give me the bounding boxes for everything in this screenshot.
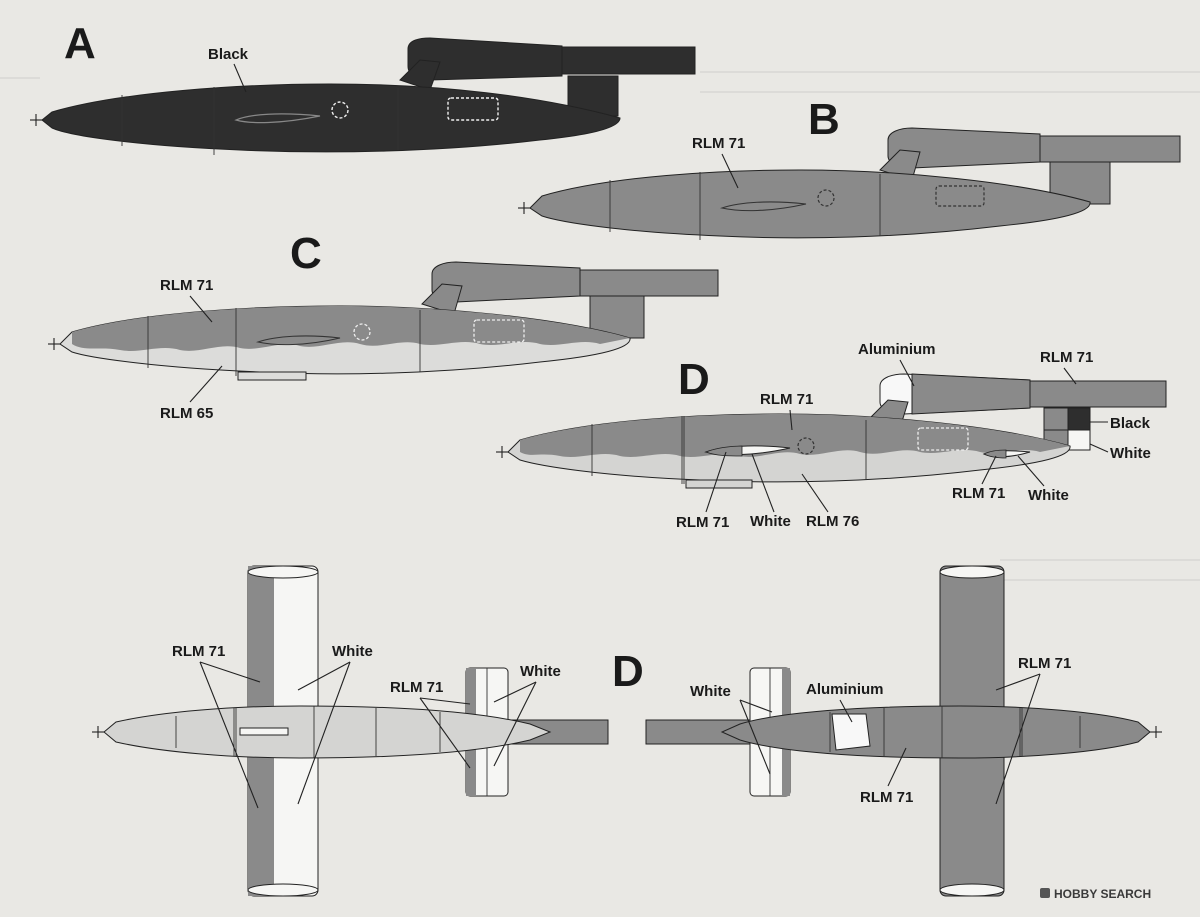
label-plan-white-tail: White xyxy=(520,663,561,680)
label-d-black: Black xyxy=(1110,415,1151,432)
rudder-black xyxy=(1067,407,1091,431)
letter-a: A xyxy=(64,19,96,68)
watermark-text: HOBBY SEARCH xyxy=(1054,887,1151,901)
label-plan-rlm71-left: RLM 71 xyxy=(172,643,225,660)
letter-d-side: D xyxy=(678,355,710,404)
label-d-rlm71-tail: RLM 71 xyxy=(952,485,1005,502)
label-d-white-wing: White xyxy=(750,513,791,530)
label-a-black: Black xyxy=(208,46,249,63)
rudder-white xyxy=(1067,429,1091,451)
pulsejet-d-rear xyxy=(911,373,1031,415)
label-c-rlm71: RLM 71 xyxy=(160,277,213,294)
jet-tailpipe-c xyxy=(579,269,719,297)
label-d-white-rudder: White xyxy=(1110,445,1151,462)
fuselage-c-upper xyxy=(72,306,630,351)
profile-b: RLM 71 B xyxy=(518,95,1181,240)
profile-c: RLM 71 RLM 65 C xyxy=(48,229,719,422)
letter-c: C xyxy=(290,229,322,278)
letter-d-plan: D xyxy=(612,647,644,696)
watermark: HOBBY SEARCH xyxy=(1040,887,1151,901)
fuselage-b xyxy=(529,169,1091,239)
label-c-rlm65: RLM 65 xyxy=(160,405,213,422)
profile-d-side: Aluminium RLM 71 Black White RLM 71 RLM … xyxy=(496,341,1167,531)
label-d-rlm71-fuselage: RLM 71 xyxy=(760,391,813,408)
jet-tailpipe-d xyxy=(1029,380,1167,408)
watermark-logo-icon xyxy=(1040,888,1050,898)
label-d-aluminium: Aluminium xyxy=(858,341,936,358)
jet-intake-aluminium xyxy=(831,713,871,751)
label-b-rlm71: RLM 71 xyxy=(692,135,745,152)
plan-d-left: RLM 71 White RLM 71 White xyxy=(92,565,609,897)
fuselage-d-upper xyxy=(520,414,1070,457)
label-plan-white-right: White xyxy=(690,683,731,700)
label-plan-white-left: White xyxy=(332,643,373,660)
tail-fin-a xyxy=(567,75,619,117)
label-plan-rlm71-tail: RLM 71 xyxy=(390,679,443,696)
fuselage-left-plan xyxy=(103,705,552,759)
fuselage-a xyxy=(41,83,621,153)
letter-b: B xyxy=(808,95,840,144)
background-texture xyxy=(0,71,1200,581)
label-plan-rlm71-wing: RLM 71 xyxy=(1018,655,1071,672)
label-plan-aluminium: Aluminium xyxy=(806,681,884,698)
profile-a: Black A xyxy=(30,19,696,155)
label-d-white-tail: White xyxy=(1028,487,1069,504)
label-plan-rlm71-body: RLM 71 xyxy=(860,789,913,806)
label-d-rlm76: RLM 76 xyxy=(806,513,859,530)
label-d-rlm71-wing: RLM 71 xyxy=(676,514,729,531)
jet-tailpipe-a xyxy=(561,46,696,75)
jet-tailpipe-b xyxy=(1039,135,1181,163)
label-d-rlm71-top: RLM 71 xyxy=(1040,349,1093,366)
plan-d-right: White Aluminium RLM 71 RLM 71 xyxy=(645,565,1162,897)
fuselage-right-plan xyxy=(720,705,1151,759)
